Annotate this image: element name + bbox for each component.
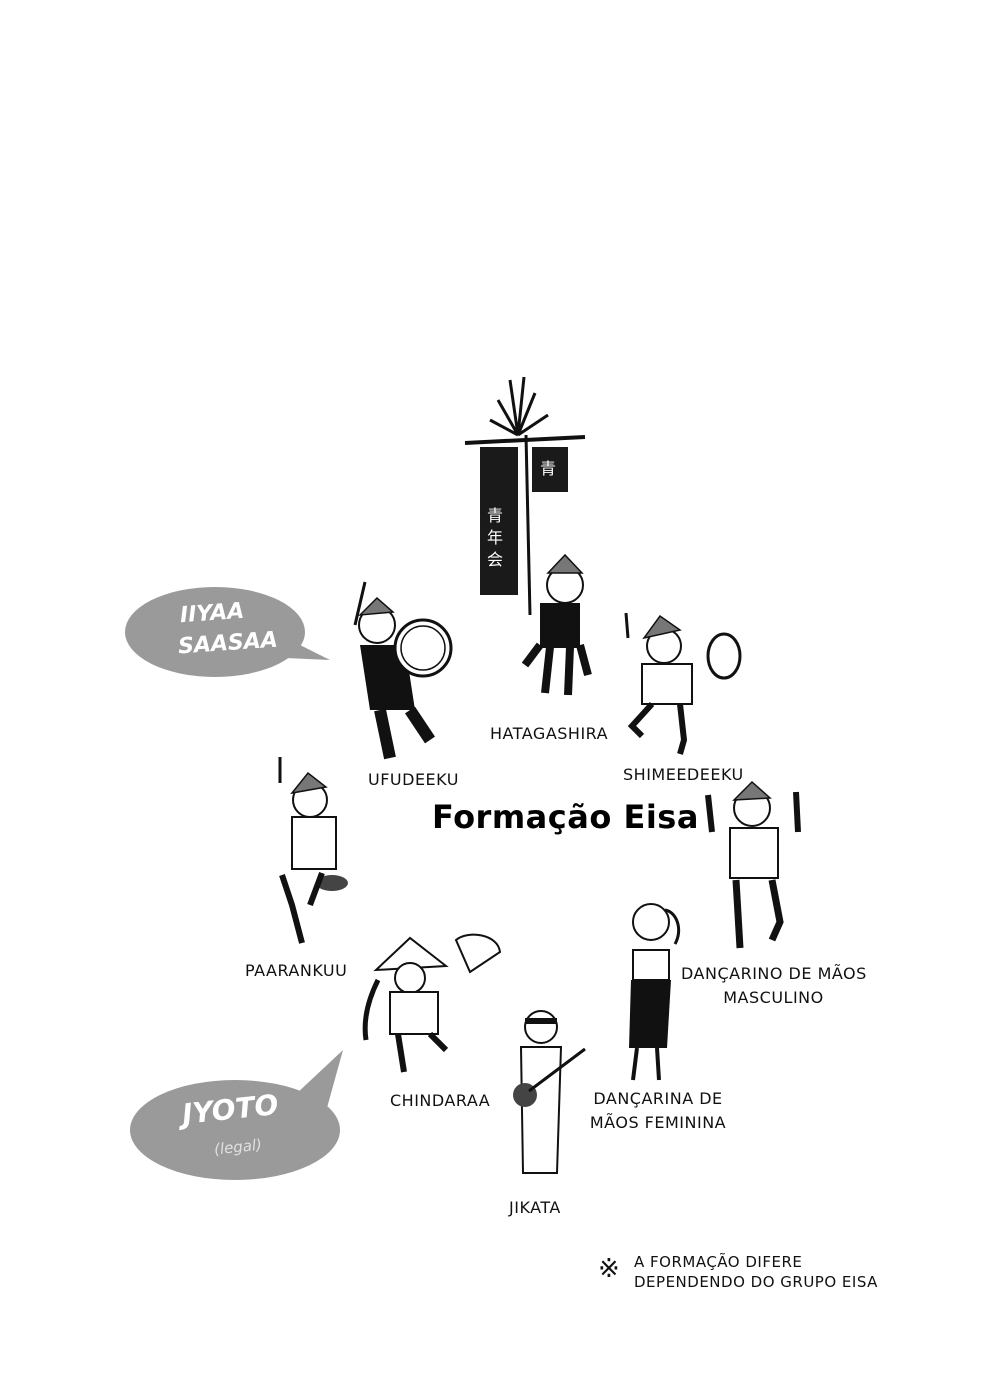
chindaraa-figure: [362, 933, 502, 1073]
label-female-dancer-line2: MÃOS FEMININA: [589, 1113, 727, 1132]
jikata-figure: [513, 1010, 586, 1174]
diagram-title: Formação Eisa: [432, 798, 699, 836]
hatagashira-figure: [464, 376, 592, 696]
speech-bubble-top: [125, 587, 330, 677]
label-paarankuu: PAARANKUU: [245, 961, 348, 980]
ufudeeku-figure: [353, 581, 453, 760]
male-hand-dancer-figure: [705, 780, 801, 949]
formation-note: A FORMAÇÃO DIFERE DEPENDENDO DO GRUPO EI…: [634, 1252, 878, 1292]
banner-top-char: 青: [540, 459, 557, 478]
label-female-dancer-line1: DANÇARINA DE: [593, 1089, 723, 1108]
banner-side-chars: 青年会: [487, 506, 504, 569]
label-male-dancer-line1: DANÇARINO DE MÃOS: [681, 964, 867, 983]
note-mark-icon: ※: [598, 1254, 620, 1284]
label-hatagashira: HATAGASHIRA: [490, 724, 609, 743]
speech-bubble-bottom: [130, 1050, 343, 1180]
note-line2: DEPENDENDO DO GRUPO EISA: [634, 1273, 878, 1291]
label-jikata: JIKATA: [509, 1198, 561, 1217]
label-ufudeeku: UFUDEEKU: [368, 770, 459, 789]
shimeedeeku-figure: [624, 612, 742, 755]
label-chindaraa: CHINDARAA: [390, 1091, 491, 1110]
bubble-top-line1: IIYAA: [179, 598, 246, 629]
note-line1: A FORMAÇÃO DIFERE: [634, 1253, 803, 1271]
label-shimeedeeku: SHIMEEDEEKU: [623, 765, 744, 784]
label-male-dancer-line2: MASCULINO: [723, 988, 824, 1007]
paarankuu-figure: [278, 757, 348, 944]
female-hand-dancer-figure: [629, 903, 681, 1081]
